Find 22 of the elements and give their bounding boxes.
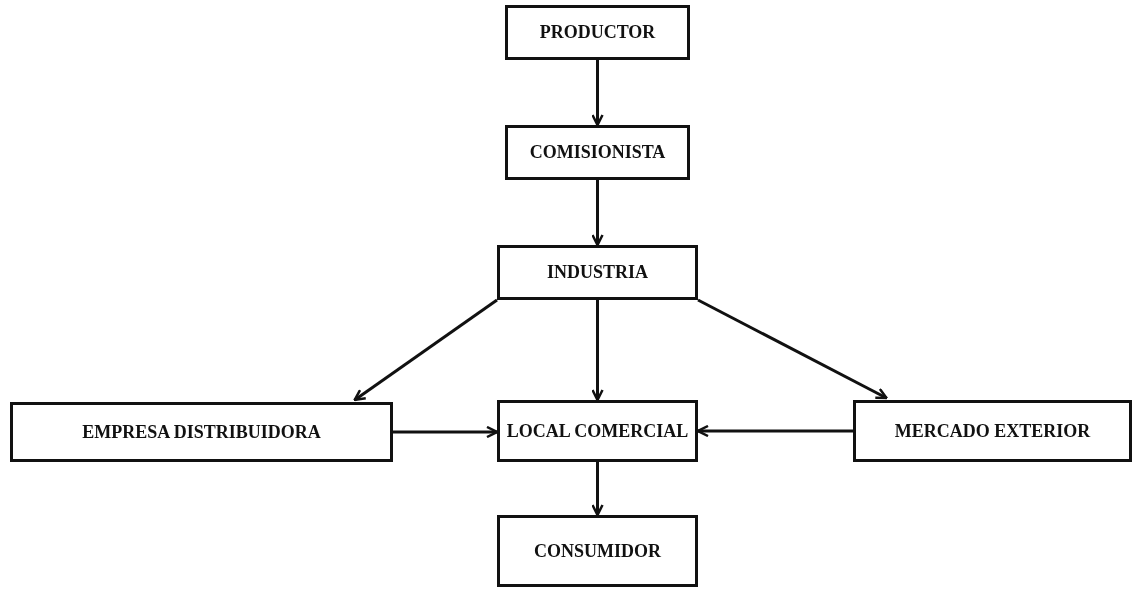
arrow xyxy=(591,60,604,127)
box-label: LOCAL COMERCIAL xyxy=(506,419,689,443)
arrow xyxy=(696,424,853,438)
box-label: CONSUMIDOR xyxy=(534,539,661,563)
arrow xyxy=(353,298,498,402)
process-box xyxy=(497,245,698,300)
arrow xyxy=(591,462,604,517)
box-label: EMPRESA DISTRIBUIDORA xyxy=(82,420,321,444)
process-box xyxy=(10,402,393,462)
box-label: COMISIONISTA xyxy=(529,141,666,164)
process-box xyxy=(497,400,698,462)
arrow xyxy=(393,425,499,439)
process-box xyxy=(853,400,1132,462)
box-label: MERCADO EXTERIOR xyxy=(894,419,1091,443)
process-box xyxy=(505,5,690,60)
process-box xyxy=(505,125,690,180)
arrow xyxy=(697,298,888,400)
box-label: INDUSTRIA xyxy=(547,261,648,284)
process-box xyxy=(497,515,698,587)
arrow xyxy=(591,300,604,402)
arrow xyxy=(591,180,604,247)
box-label: PRODUCTOR xyxy=(539,21,656,44)
